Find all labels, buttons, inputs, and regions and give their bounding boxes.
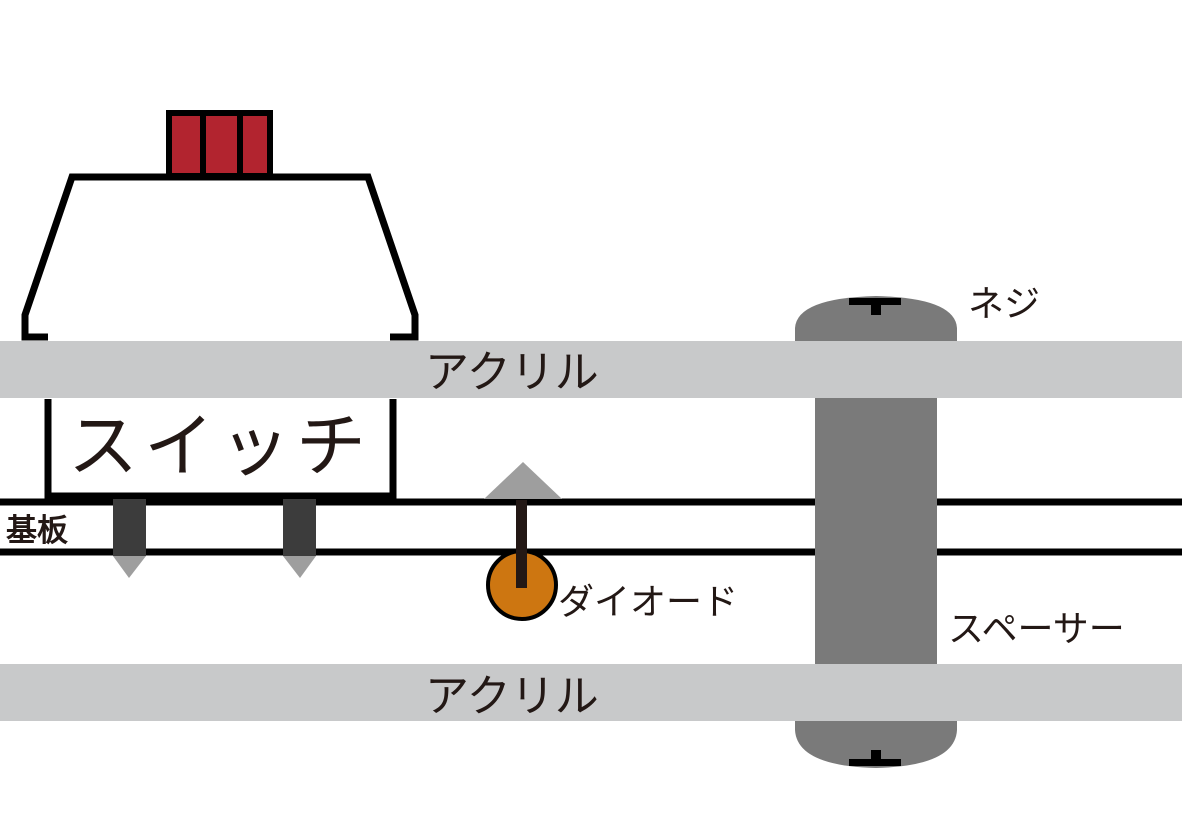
- diode-arrow-icon: [484, 462, 562, 499]
- diode-label: ダイオード: [558, 582, 738, 623]
- acrylic-top-label: アクリル: [425, 347, 599, 398]
- screw-label: ネジ: [968, 284, 1040, 325]
- spacer-label: スペーサー: [948, 609, 1125, 650]
- pcb-board: [0, 498, 1182, 556]
- spacer-top-screw-head: [795, 296, 957, 341]
- switch-body: [44, 399, 397, 500]
- acrylic-plate-bottom: [0, 664, 1182, 721]
- switch-label: スイッチ: [68, 405, 372, 487]
- spacer-bottom-screw-head: [795, 720, 957, 768]
- switch-stem: [166, 110, 273, 179]
- acrylic-bottom-label: アクリル: [425, 671, 599, 722]
- screw-top-cross-icon: [849, 298, 901, 315]
- switch-housing-top: [21, 173, 419, 341]
- diode: [484, 462, 562, 621]
- acrylic-plate-top: [0, 341, 1182, 398]
- diode-lead: [516, 500, 527, 588]
- spacer-body-front: [815, 490, 937, 566]
- switch-pin-left: [113, 499, 146, 578]
- switch-pin-right: [283, 499, 316, 578]
- switch-housing-outline: [21, 173, 419, 341]
- screw-bottom-cross-icon: [849, 750, 901, 766]
- pcb-label: 基板: [6, 513, 68, 549]
